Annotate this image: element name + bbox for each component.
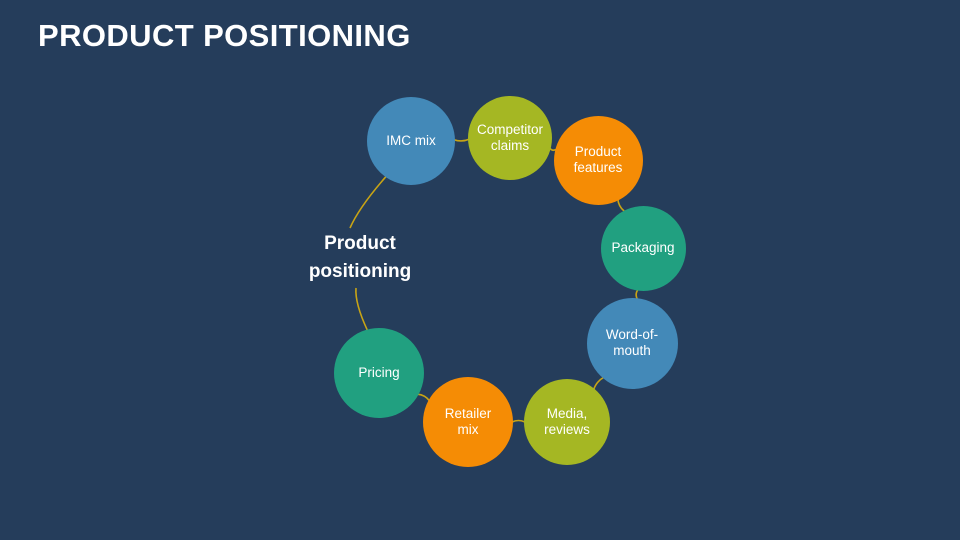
node-competitor-claims[interactable]: Competitor claims [468, 96, 552, 180]
connector-word-of-mouth-to-media-reviews [592, 376, 605, 390]
node-packaging[interactable]: Packaging [600, 205, 686, 291]
node-label: Pricing [358, 365, 400, 381]
page-title: PRODUCT POSITIONING [38, 18, 411, 53]
node-label: Competitor claims [476, 122, 544, 153]
node-media-reviews[interactable]: Media, reviews [524, 379, 610, 465]
connector-pricing-to-center [355, 287, 369, 331]
node-label: Retailer mix [444, 406, 492, 437]
connector-imc-mix-to-center [349, 175, 387, 229]
connector-product-features-to-packaging [617, 198, 625, 212]
node-product-features[interactable]: Product features [553, 115, 643, 205]
node-pricing[interactable]: Pricing [334, 328, 424, 418]
node-label: Packaging [611, 240, 675, 256]
center-label: Product positioning [308, 233, 412, 282]
connector-imc-mix-to-competitor-claims [453, 138, 470, 142]
node-label: IMC mix [386, 133, 436, 149]
node-label: Product features [573, 144, 623, 175]
node-retailer-mix[interactable]: Retailer mix [423, 377, 513, 467]
node-label: Media, reviews [544, 406, 590, 437]
node-word-of-mouth[interactable]: Word-of- mouth [586, 297, 678, 389]
node-imc-mix[interactable]: IMC mix [367, 97, 455, 185]
node-label: Word-of- mouth [605, 327, 659, 358]
